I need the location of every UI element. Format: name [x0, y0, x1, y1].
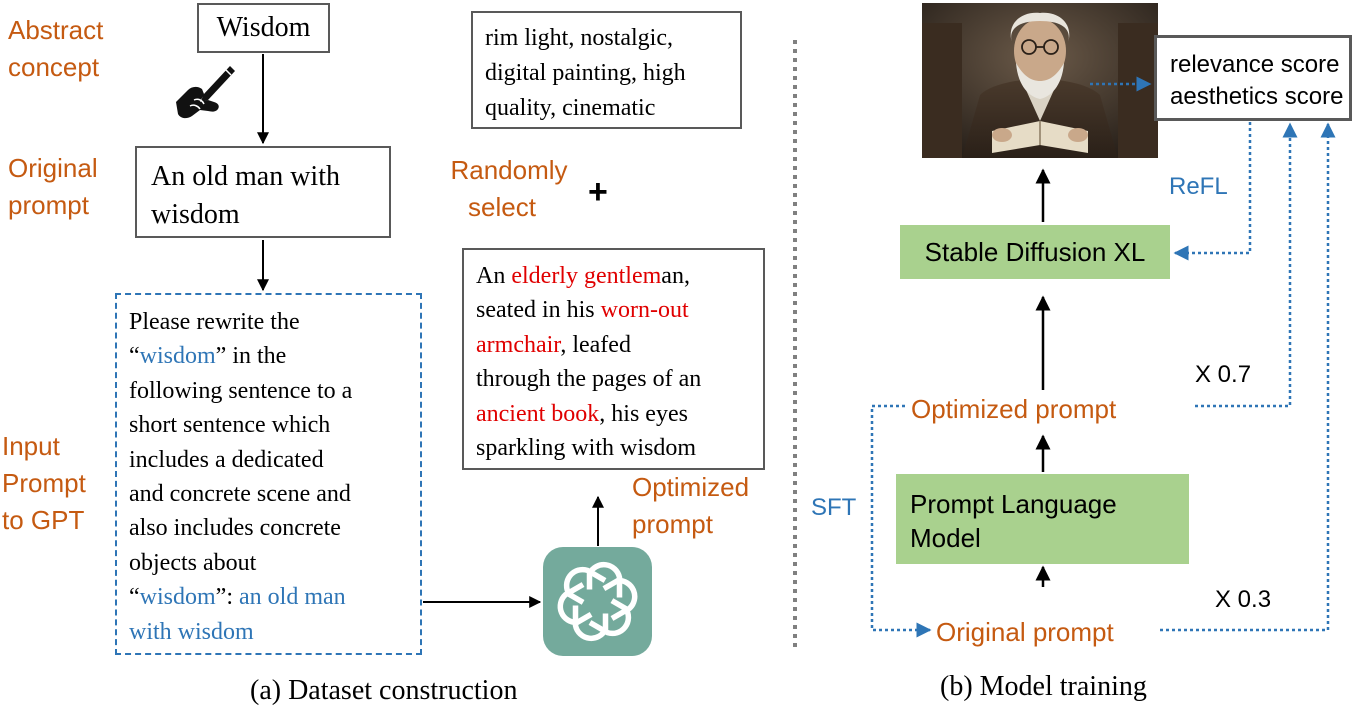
gpt-logo [543, 547, 652, 656]
plus-sign: + [588, 173, 608, 211]
generated-image [922, 3, 1158, 158]
aesthetics-score: aesthetics score [1170, 83, 1344, 110]
caption-model-training: (b) Model training [940, 671, 1147, 702]
section-divider [793, 40, 797, 652]
prompt-language-model-box: Prompt Language Model [896, 474, 1189, 564]
label-original-prompt: Original prompt [8, 153, 98, 220]
dotted-refl-feedback [1173, 122, 1252, 261]
label-randomly-select: Randomly select [450, 155, 568, 222]
scores-box: relevance score aesthetics score [1154, 35, 1352, 121]
gpt-instruction-box: Please rewrite the “wisdom” in the follo… [115, 293, 422, 655]
label-abstract-concept: Abstract concept [8, 15, 104, 82]
wisdom-box: Wisdom [197, 3, 330, 53]
label-sft: SFT [811, 494, 857, 521]
label-optimized-prompt: Optimized prompt [632, 472, 750, 539]
label-weight-0-3: X 0.3 [1215, 586, 1272, 613]
label-input-prompt-to-gpt: Input Prompt to GPT [2, 431, 86, 535]
label-weight-0-7: X 0.7 [1195, 361, 1252, 388]
writing-hand-icon [176, 66, 235, 119]
label-refl: ReFL [1169, 173, 1228, 200]
style-modifiers-box: rim light, nostalgic, digital painting, … [471, 11, 742, 129]
openai-knot-icon [557, 561, 638, 642]
optimized-prompt-box: An elderly gentleman, seated in his worn… [462, 248, 765, 470]
training-original-prompt: Original prompt [936, 617, 1114, 647]
sdxl-box: Stable Diffusion XL [900, 225, 1170, 279]
dotted-sft-loop [870, 404, 932, 638]
caption-dataset-construction: (a) Dataset construction [250, 675, 518, 706]
training-optimized-prompt: Optimized prompt [911, 394, 1117, 424]
original-prompt-box: An old man with wisdom [135, 146, 391, 238]
relevance-score: relevance score [1170, 51, 1340, 78]
dotted-optimized-to-scores [1195, 122, 1298, 408]
dotted-original-to-scores [1160, 122, 1336, 632]
